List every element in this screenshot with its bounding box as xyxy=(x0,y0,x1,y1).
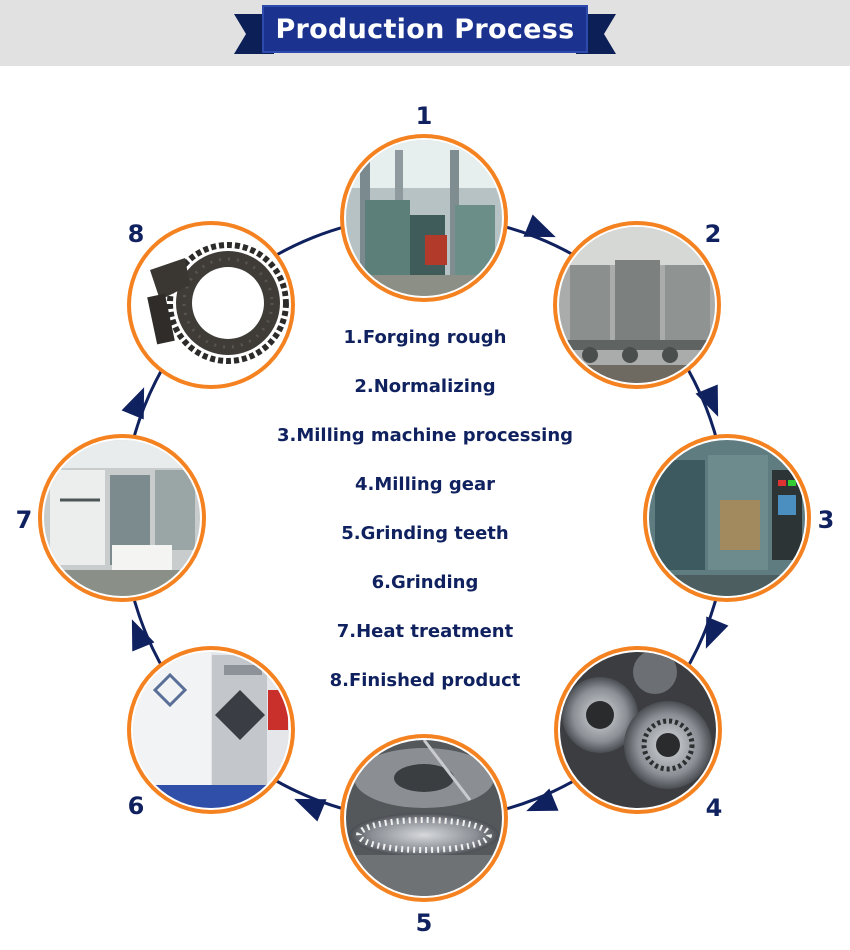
step-7-photo xyxy=(38,434,206,602)
step-label-8: 8.Finished product xyxy=(329,670,521,691)
step-4-photo xyxy=(554,646,722,814)
step-8-photo xyxy=(127,221,295,389)
step-label-6: 6.Grinding xyxy=(371,572,479,593)
page-title: Production Process xyxy=(275,13,575,45)
title-ribbon: Production Process xyxy=(262,5,588,53)
step-label-5: 5.Grinding teeth xyxy=(341,523,509,544)
step-5-number: 5 xyxy=(415,909,433,937)
step-label-2: 2.Normalizing xyxy=(354,376,496,397)
step-label-3: 3.Milling machine processing xyxy=(276,425,574,446)
step-7-number: 7 xyxy=(15,506,33,534)
arrow-icon xyxy=(705,616,729,649)
step-label-7: 7.Heat treatment xyxy=(336,621,514,642)
step-4-number: 4 xyxy=(705,794,723,822)
arrow-icon xyxy=(695,384,719,417)
step-1-number: 1 xyxy=(415,102,433,130)
step-6-photo xyxy=(127,646,295,814)
arrow-icon xyxy=(294,798,327,822)
step-3-photo xyxy=(643,434,811,602)
step-list: 1.Forging rough 2.Normalizing 3.Milling … xyxy=(260,323,590,715)
step-8-number: 8 xyxy=(127,220,145,248)
step-3-number: 3 xyxy=(817,506,835,534)
arrow-icon xyxy=(131,619,155,652)
step-1-photo xyxy=(340,134,508,302)
step-6-number: 6 xyxy=(127,792,145,820)
arrow-icon xyxy=(121,387,145,420)
step-5-photo xyxy=(340,734,508,902)
arrow-icon xyxy=(526,788,559,812)
step-2-number: 2 xyxy=(704,220,722,248)
arrow-icon xyxy=(523,214,556,238)
step-label-1: 1.Forging rough xyxy=(343,327,507,348)
step-label-4: 4.Milling gear xyxy=(354,474,496,495)
